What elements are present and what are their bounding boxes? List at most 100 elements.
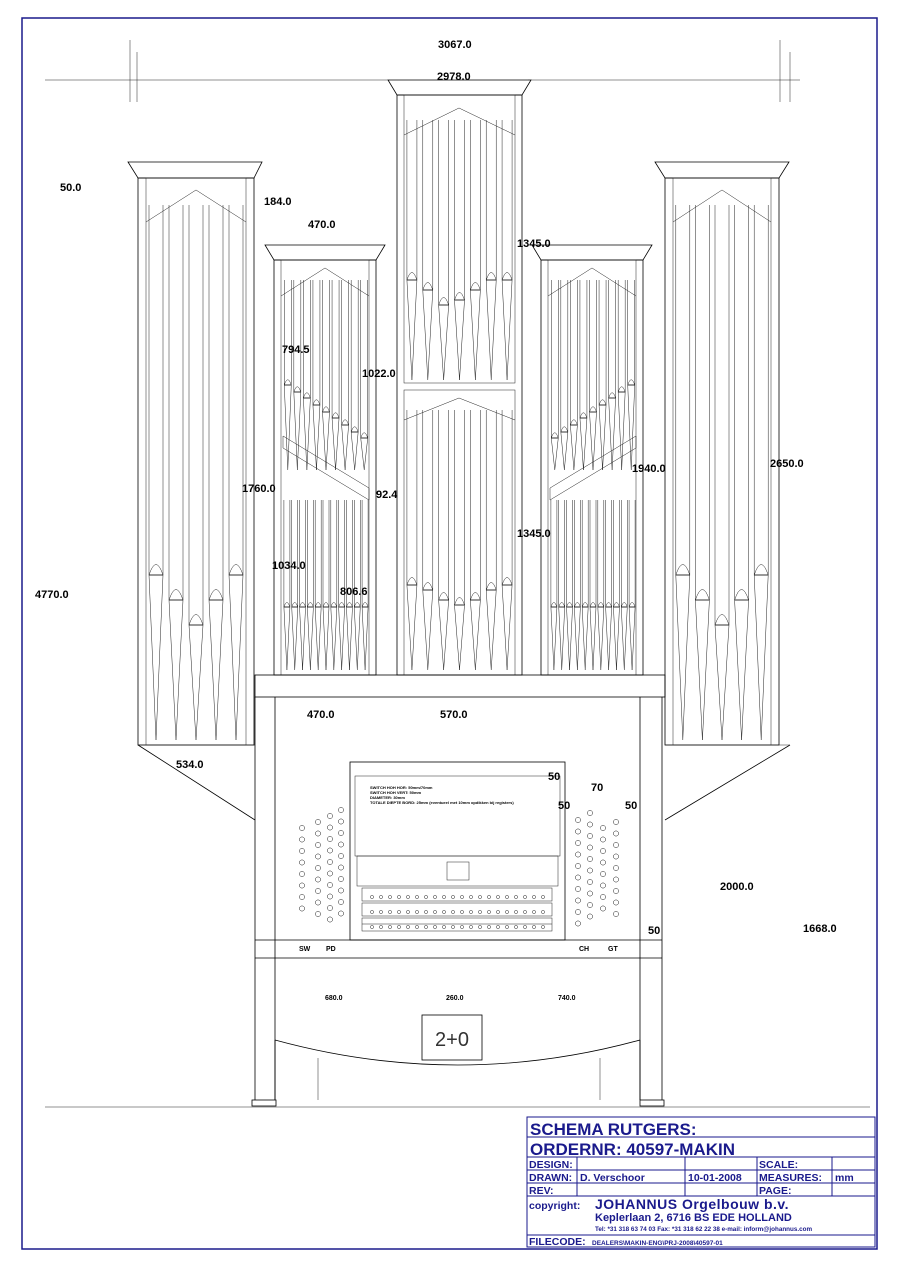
stop-knob[interactable] xyxy=(613,876,619,883)
stop-knob[interactable] xyxy=(600,882,606,889)
piston[interactable] xyxy=(496,925,500,929)
piston[interactable] xyxy=(397,925,401,929)
piston[interactable] xyxy=(478,895,482,899)
stop-knob[interactable] xyxy=(600,859,606,866)
stop-knob[interactable] xyxy=(327,870,333,877)
stop-knob[interactable] xyxy=(315,899,321,906)
stop-knob[interactable] xyxy=(587,890,593,897)
piston[interactable] xyxy=(406,910,410,914)
stop-knob[interactable] xyxy=(327,824,333,831)
piston[interactable] xyxy=(541,910,545,914)
piston[interactable] xyxy=(433,925,437,929)
stop-knob[interactable] xyxy=(299,825,305,831)
piston[interactable] xyxy=(451,925,455,929)
stop-knob[interactable] xyxy=(587,913,593,920)
stop-knob[interactable] xyxy=(338,899,344,905)
piston[interactable] xyxy=(424,895,428,899)
piston[interactable] xyxy=(514,910,518,914)
stop-knob[interactable] xyxy=(600,905,606,912)
piston[interactable] xyxy=(388,925,392,929)
piston[interactable] xyxy=(397,895,401,899)
piston[interactable] xyxy=(514,895,518,899)
stop-knob[interactable] xyxy=(338,876,344,882)
piston[interactable] xyxy=(451,895,455,899)
piston[interactable] xyxy=(370,910,374,914)
stop-knob[interactable] xyxy=(338,807,344,813)
piston[interactable] xyxy=(496,895,500,899)
stop-knob[interactable] xyxy=(315,876,321,883)
piston[interactable] xyxy=(505,895,509,899)
stop-knob[interactable] xyxy=(613,888,619,894)
piston[interactable] xyxy=(505,925,509,929)
stop-knob[interactable] xyxy=(600,871,606,877)
stop-knob[interactable] xyxy=(613,853,619,860)
piston[interactable] xyxy=(487,910,491,914)
piston[interactable] xyxy=(523,910,527,914)
stop-knob[interactable] xyxy=(613,842,619,848)
stop-knob[interactable] xyxy=(299,836,305,843)
stop-knob[interactable] xyxy=(587,833,593,839)
stop-knob[interactable] xyxy=(587,810,593,816)
stop-knob[interactable] xyxy=(613,819,619,825)
stop-knob[interactable] xyxy=(575,897,581,904)
stop-knob[interactable] xyxy=(299,859,305,866)
piston[interactable] xyxy=(442,925,446,929)
stop-knob[interactable] xyxy=(327,893,333,900)
stop-knob[interactable] xyxy=(587,902,593,908)
stop-knob[interactable] xyxy=(338,864,344,871)
stop-knob[interactable] xyxy=(613,911,619,917)
stop-knob[interactable] xyxy=(613,899,619,906)
stop-knob[interactable] xyxy=(315,819,321,825)
stop-knob[interactable] xyxy=(575,851,581,858)
piston[interactable] xyxy=(541,925,545,929)
stop-knob[interactable] xyxy=(315,888,321,894)
stop-knob[interactable] xyxy=(299,882,305,889)
stop-knob[interactable] xyxy=(587,867,593,874)
piston[interactable] xyxy=(370,925,374,929)
piston[interactable] xyxy=(523,895,527,899)
piston[interactable] xyxy=(514,925,518,929)
piston[interactable] xyxy=(496,910,500,914)
piston[interactable] xyxy=(379,925,383,929)
piston[interactable] xyxy=(532,925,536,929)
stop-knob[interactable] xyxy=(299,848,305,854)
stop-knob[interactable] xyxy=(613,865,619,871)
stop-knob[interactable] xyxy=(299,905,305,912)
stop-knob[interactable] xyxy=(338,853,344,859)
stop-knob[interactable] xyxy=(575,817,581,823)
stop-knob[interactable] xyxy=(338,910,344,917)
piston[interactable] xyxy=(505,910,509,914)
stop-knob[interactable] xyxy=(338,887,344,894)
stop-knob[interactable] xyxy=(575,886,581,892)
piston[interactable] xyxy=(460,925,464,929)
stop-knob[interactable] xyxy=(327,859,333,865)
stop-knob[interactable] xyxy=(299,871,305,877)
piston[interactable] xyxy=(397,910,401,914)
stop-knob[interactable] xyxy=(600,848,606,854)
piston[interactable] xyxy=(460,910,464,914)
stop-knob[interactable] xyxy=(338,818,344,825)
piston[interactable] xyxy=(523,925,527,929)
piston[interactable] xyxy=(379,895,383,899)
stop-knob[interactable] xyxy=(338,841,344,848)
piston[interactable] xyxy=(433,895,437,899)
piston[interactable] xyxy=(532,910,536,914)
stop-knob[interactable] xyxy=(575,863,581,869)
stop-knob[interactable] xyxy=(327,847,333,854)
stop-knob[interactable] xyxy=(575,874,581,881)
stop-knob[interactable] xyxy=(575,828,581,835)
stop-knob[interactable] xyxy=(587,844,593,851)
stop-knob[interactable] xyxy=(600,894,606,900)
stop-knob[interactable] xyxy=(600,836,606,843)
piston[interactable] xyxy=(424,910,428,914)
stop-knob[interactable] xyxy=(315,865,321,871)
piston[interactable] xyxy=(451,910,455,914)
piston[interactable] xyxy=(415,910,419,914)
stop-knob[interactable] xyxy=(338,830,344,836)
stop-knob[interactable] xyxy=(613,830,619,837)
stop-knob[interactable] xyxy=(587,821,593,828)
piston[interactable] xyxy=(415,925,419,929)
stop-knob[interactable] xyxy=(315,911,321,917)
piston[interactable] xyxy=(442,910,446,914)
stop-knob[interactable] xyxy=(299,894,305,900)
